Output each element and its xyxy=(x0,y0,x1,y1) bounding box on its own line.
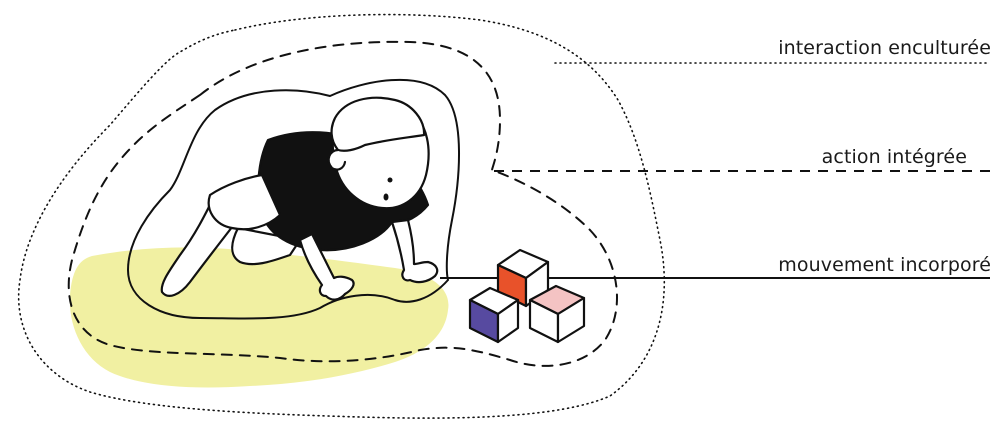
label-enculturated-interaction: interaction enculturée xyxy=(778,37,991,59)
child-mouth xyxy=(384,194,389,201)
block-pink xyxy=(530,286,584,342)
toy-blocks-icon xyxy=(470,250,584,342)
child-eye xyxy=(388,178,393,183)
block-purple xyxy=(470,288,518,342)
label-embodied-movement: mouvement incorporé xyxy=(778,254,991,276)
label-integrated-action: action intégrée xyxy=(822,146,967,168)
